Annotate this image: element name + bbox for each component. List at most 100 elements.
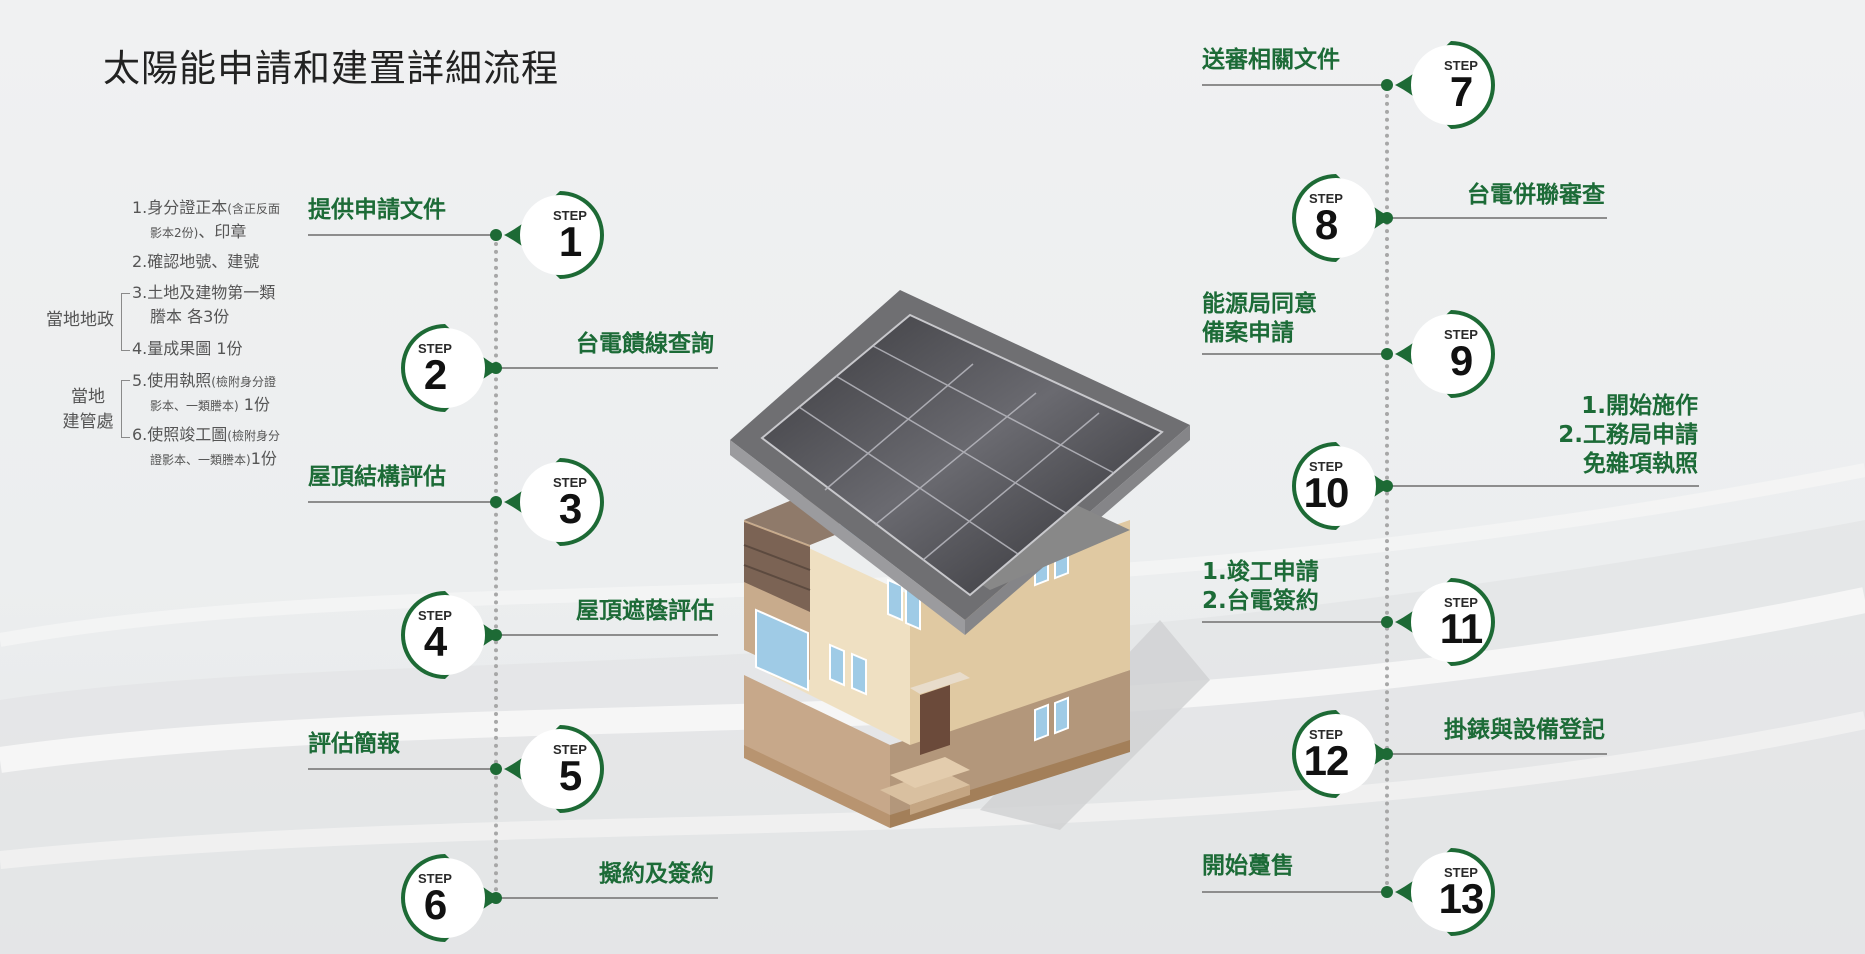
step-9-number: 9: [1449, 337, 1473, 384]
step-2-pin: STEP 2: [385, 318, 505, 418]
step-11-pin: STEP 11: [1391, 572, 1511, 672]
step-7-number: 7: [1449, 68, 1473, 115]
doc-1-note: (含正反面: [227, 202, 280, 216]
step-7-line: [1202, 84, 1388, 86]
step-10-pin-shape: [1292, 442, 1392, 530]
doc-5-line-b: 影本、一類謄本) 1份: [132, 394, 270, 417]
step-1-pin: STEP 1: [500, 185, 620, 285]
step-3-dot: [490, 496, 502, 508]
step-4-label: 屋頂遮蔭評估: [576, 598, 714, 624]
step-5-step-text: STEP: [553, 742, 587, 757]
step-3-label: 屋頂結構評估: [308, 464, 446, 490]
step-4-pin: STEP 4: [385, 585, 505, 685]
step-3-pin-shape: [504, 458, 604, 546]
step-5-label: 評估簡報: [308, 731, 400, 757]
doc-4: 4.量成果圖 1份: [132, 339, 243, 358]
step-3-pin: STEP 3: [500, 452, 620, 552]
step-1-line: [308, 234, 498, 236]
step-8-number: 8: [1314, 201, 1338, 248]
doc-3-line-a: 3.土地及建物第一類: [132, 283, 276, 302]
step-7-label: 送審相關文件: [1202, 47, 1340, 73]
step-5-pin: STEP 5: [500, 719, 620, 819]
step-10-label: 1.開始施作 2.工務局申請 免雜項執照: [1558, 393, 1698, 477]
step-9-line: [1202, 353, 1388, 355]
step-9-pin-shape: [1395, 310, 1495, 398]
step-4-line: [492, 634, 718, 636]
step-12-step-text: STEP: [1309, 727, 1343, 742]
step-6-step-text: STEP: [418, 871, 452, 886]
step-5-line: [308, 768, 498, 770]
group-2-label-b: 建管處: [62, 412, 114, 432]
step-4-number: 4: [423, 618, 447, 665]
step-1-pin-shape: [504, 191, 604, 279]
step-9-dot: [1381, 348, 1393, 360]
doc-6-text: 6.使照竣工圖: [132, 425, 228, 444]
step-11-dot: [1381, 616, 1393, 628]
doc-5-text: 5.使用執照: [132, 371, 212, 390]
step-2-number: 2: [423, 351, 447, 398]
step-11-number: 11: [1439, 605, 1483, 652]
step-13-pin: STEP 13: [1391, 842, 1511, 942]
step-11-step-text: STEP: [1444, 595, 1478, 610]
step-12-pin: STEP 12: [1276, 704, 1396, 804]
step-2-line: [492, 367, 718, 369]
step-12-label: 掛錶與設備登記: [1444, 717, 1605, 743]
step-3-line: [308, 501, 498, 503]
step-9-pin: STEP 9: [1391, 304, 1511, 404]
step-6-pin-shape: [401, 854, 501, 942]
step-1-number: 1: [558, 218, 582, 265]
page-title: 太陽能申請和建置詳細流程: [103, 47, 559, 90]
doc-2: 2.確認地號、建號: [132, 252, 260, 271]
step-10-line: [1383, 485, 1699, 487]
step-13-pin-shape: [1395, 848, 1495, 936]
doc-5-note: (檢附身分證: [211, 375, 276, 389]
doc-3-line-b: 謄本 各3份: [150, 307, 230, 326]
doc-6-line-a: 6.使照竣工圖(檢附身分: [132, 424, 280, 447]
step-2-step-text: STEP: [418, 341, 452, 356]
step-3-step-text: STEP: [553, 475, 587, 490]
step-13-dot: [1381, 886, 1393, 898]
step-3-number: 3: [558, 485, 582, 532]
step-6-line: [492, 897, 718, 899]
group-2-label: 當地 建管處: [56, 385, 120, 435]
doc-6-note-b: 證影本、一類謄本): [150, 453, 251, 467]
step-8-step-text: STEP: [1309, 191, 1343, 206]
group-2-label-a: 當地: [71, 387, 105, 407]
step-5-number: 5: [558, 752, 582, 799]
step-2-label: 台電饋線查詢: [576, 331, 714, 357]
step-4-pin-shape: [401, 591, 501, 679]
doc-5-note-b: 影本、一類謄本): [150, 399, 239, 413]
step-10-pin: STEP 10: [1276, 436, 1396, 536]
doc-1-line-a: 1.身分證正本(含正反面: [132, 197, 280, 220]
step-11-label: 1.竣工申請 2.台電簽約: [1202, 559, 1319, 614]
step-12-line: [1383, 753, 1607, 755]
step-6-pin: STEP 6: [385, 848, 505, 948]
doc-1-note-b: 影本2份): [150, 226, 199, 240]
step-10-step-text: STEP: [1309, 459, 1343, 474]
step-13-label: 開始躉售: [1202, 853, 1294, 879]
step-8-pin-shape: [1292, 174, 1392, 262]
doc-5-text-b: 1份: [238, 395, 270, 414]
step-1-step-text: STEP: [553, 208, 587, 223]
step-8-line: [1383, 217, 1607, 219]
doc-6-note: (檢附身分: [227, 429, 280, 443]
doc-5-line-a: 5.使用執照(檢附身分證: [132, 370, 276, 393]
step-8-pin: STEP 8: [1276, 168, 1396, 268]
step-13-line: [1202, 891, 1388, 893]
step-11-line: [1202, 621, 1388, 623]
step-13-number: 13: [1438, 875, 1485, 922]
step-2-pin-shape: [401, 324, 501, 412]
doc-6-line-b: 證影本、一類謄本)1份: [132, 448, 277, 471]
step-1-dot: [490, 229, 502, 241]
group-1-label: 當地地政: [46, 310, 114, 330]
step-6-label: 擬約及簽約: [599, 861, 714, 887]
step-4-step-text: STEP: [418, 608, 452, 623]
left-timeline-spine: [494, 234, 498, 900]
step-5-pin-shape: [504, 725, 604, 813]
doc-1-text: 1.身分證正本: [132, 198, 228, 217]
step-6-number: 6: [423, 881, 447, 928]
step-7-step-text: STEP: [1444, 58, 1478, 73]
step-9-label: 能源局同意 備案申請: [1202, 291, 1317, 346]
step-13-step-text: STEP: [1444, 865, 1478, 880]
step-8-label: 台電併聯審查: [1467, 182, 1605, 208]
